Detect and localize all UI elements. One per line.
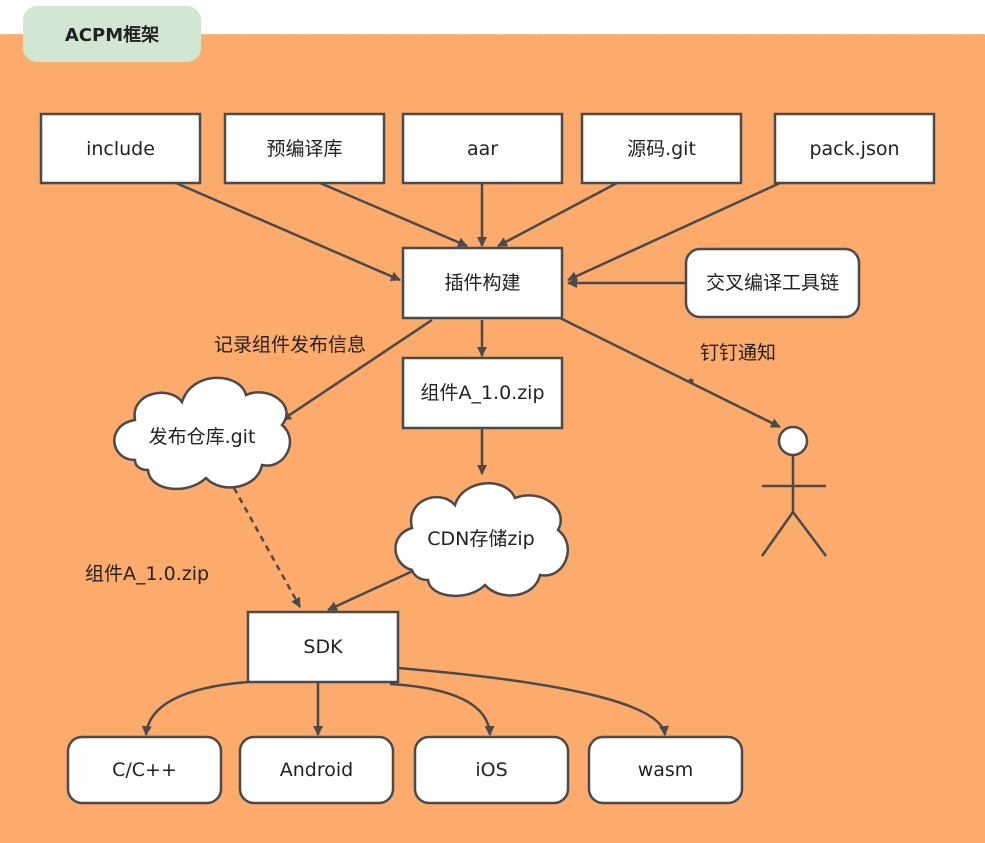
actor-user-figure: [760, 425, 827, 557]
node-plugin-build-label: 插件构建: [444, 272, 520, 294]
panel-top-border: [0, 34, 985, 35]
node-cross-toolchain: 交叉编译工具链: [684, 247, 861, 319]
edge-sdk-to-ios: [389, 682, 495, 736]
node-pack-json: pack.json: [773, 112, 936, 185]
edge-sdk-to-wasm: [397, 666, 669, 736]
node-target-wasm-label: wasm: [638, 759, 694, 781]
edge-publish-repo-to-sdk-dashed: [232, 487, 302, 608]
edges: [141, 181, 781, 736]
label-dingtalk-notify: 钉钉通知: [700, 342, 776, 364]
node-publish-repo-label: 发布仓库.git: [149, 426, 256, 448]
node-sdk-label: SDK: [303, 636, 343, 658]
edge-cdn-to-sdk: [327, 568, 416, 612]
node-component-zip: 组件A_1.0.zip: [401, 356, 564, 430]
node-target-ios: iOS: [413, 735, 570, 805]
node-include: include: [39, 112, 202, 185]
node-source-git: 源码.git: [580, 112, 743, 185]
node-target-cpp: C/C++: [66, 735, 223, 805]
node-cross-toolchain-label: 交叉编译工具链: [706, 272, 839, 294]
node-include-label: include: [86, 138, 155, 160]
edge-include-to-build: [175, 181, 401, 282]
node-aar-label: aar: [467, 138, 498, 160]
node-target-android-label: Android: [280, 759, 353, 781]
edge-sdk-to-cpp: [141, 680, 249, 736]
label-dashed-component-zip: 组件A_1.0.zip: [85, 563, 209, 585]
node-aar: aar: [401, 112, 564, 185]
node-target-cpp-label: C/C++: [112, 759, 177, 781]
edge-source-git-to-build: [497, 181, 618, 248]
edge-build-to-publish-repo: [281, 318, 433, 422]
edge-midpoint-dot: [688, 378, 694, 384]
node-prebuilt-libs: 预编译库: [223, 112, 386, 185]
node-source-git-label: 源码.git: [627, 138, 696, 160]
node-component-zip-label: 组件A_1.0.zip: [420, 382, 544, 404]
edge-prebuilt-to-build: [319, 181, 468, 248]
node-cdn-label: CDN存储zip: [427, 528, 534, 550]
node-target-ios-label: iOS: [475, 759, 507, 781]
node-prebuilt-libs-label: 预编译库: [266, 138, 342, 160]
node-sdk: SDK: [246, 610, 400, 684]
node-plugin-build: 插件构建: [401, 246, 564, 320]
diagram-title-tab: ACPM框架: [23, 6, 201, 62]
node-target-wasm: wasm: [587, 735, 744, 805]
node-publish-repo-cloud: 发布仓库.git: [113, 376, 292, 491]
node-pack-json-label: pack.json: [809, 138, 899, 160]
edge-pack-json-to-build: [567, 181, 781, 282]
edge-build-to-actor: [559, 316, 781, 429]
node-target-android: Android: [238, 735, 395, 805]
node-cdn-cloud: CDN存储zip: [394, 482, 569, 598]
label-record-publish-info: 记录组件发布信息: [214, 334, 366, 356]
